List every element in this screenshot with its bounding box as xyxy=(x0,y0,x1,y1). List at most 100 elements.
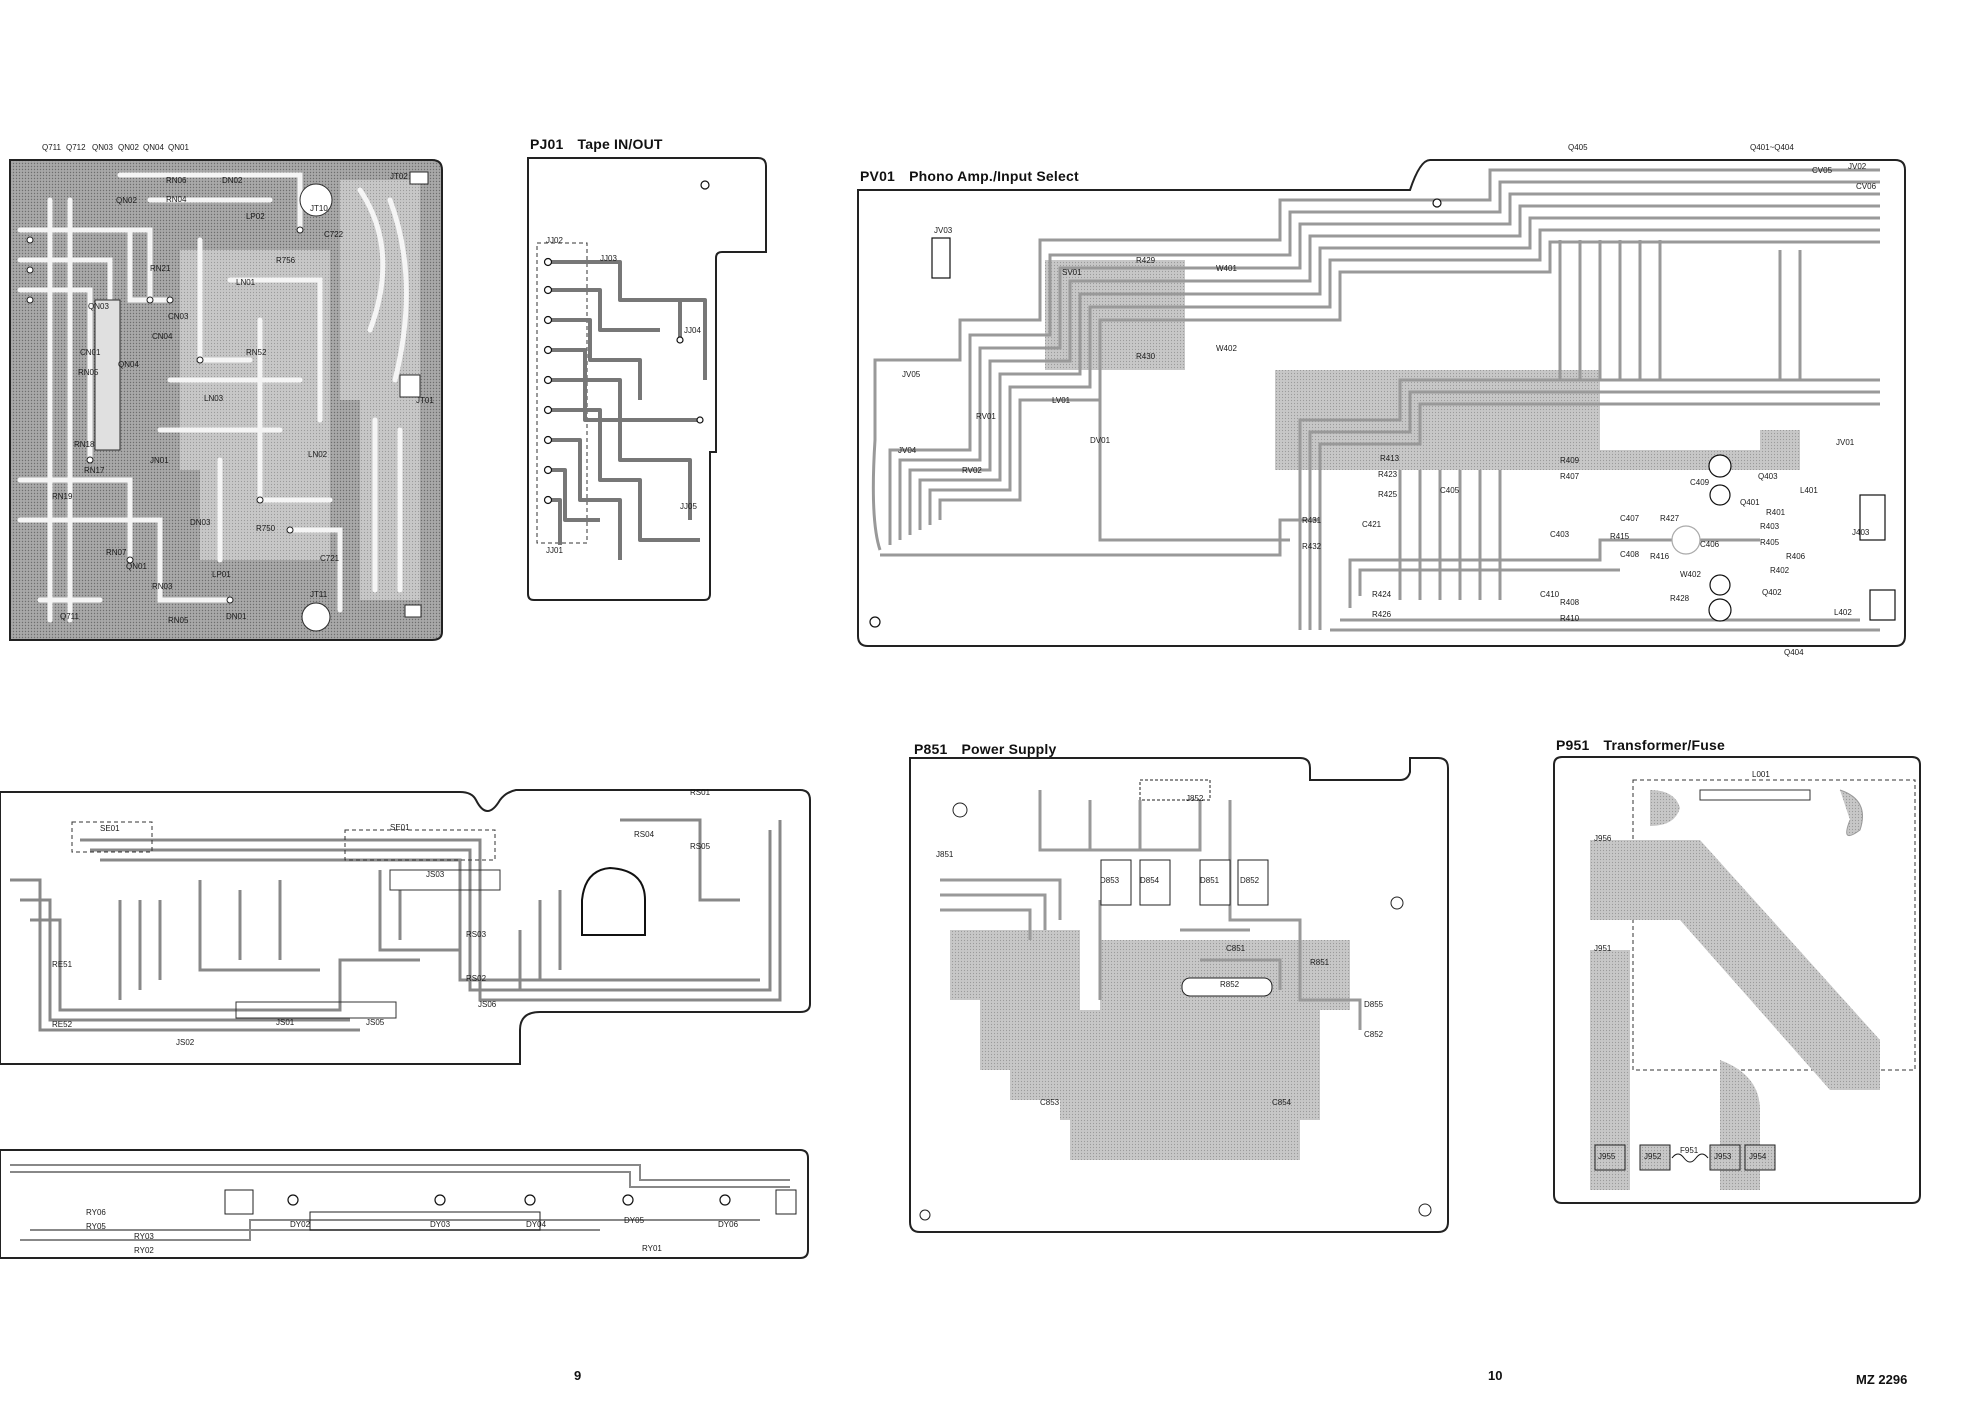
label-qn04-board: QN04 xyxy=(118,360,139,369)
label-j952: J952 xyxy=(1644,1152,1662,1161)
label-qn02-board: QN02 xyxy=(116,196,137,205)
label-j403: J403 xyxy=(1852,528,1870,537)
label-r409: R409 xyxy=(1560,456,1580,465)
label-r401: R401 xyxy=(1766,508,1786,517)
label-c407: C407 xyxy=(1620,514,1640,523)
label-jv02: JV02 xyxy=(1848,162,1867,171)
label-ry03: RY03 xyxy=(134,1232,154,1241)
label-r750: R750 xyxy=(256,524,276,533)
label-r416: R416 xyxy=(1650,552,1670,561)
label-r406: R406 xyxy=(1786,552,1806,561)
label-q404: Q404 xyxy=(1784,648,1804,657)
label-rn17: RN17 xyxy=(84,466,105,475)
label-lp02: LP02 xyxy=(246,212,265,221)
label-r428: R428 xyxy=(1670,594,1690,603)
label-c854: C854 xyxy=(1272,1098,1292,1107)
label-rs03: RS03 xyxy=(466,930,487,939)
label-js01: JS01 xyxy=(276,1018,295,1027)
label-d852: D852 xyxy=(1240,876,1260,885)
label-c851: C851 xyxy=(1226,944,1246,953)
label-r402: R402 xyxy=(1770,566,1790,575)
label-j956: J956 xyxy=(1594,834,1612,843)
label-c421: C421 xyxy=(1362,520,1382,529)
label-q405-top: Q405 xyxy=(1568,143,1588,152)
pv01-name: Phono Amp./Input Select xyxy=(909,168,1079,184)
label-rn07: RN07 xyxy=(106,548,127,557)
label-l402: L402 xyxy=(1834,608,1852,617)
label-sv01: SV01 xyxy=(1062,268,1082,277)
label-l401: L401 xyxy=(1800,486,1818,495)
pv01-board xyxy=(857,159,1906,647)
label-rn05: RN05 xyxy=(78,368,99,377)
label-jj04: JJ04 xyxy=(684,326,701,335)
label-r415: R415 xyxy=(1610,532,1630,541)
label-c410: C410 xyxy=(1540,590,1560,599)
label-jj05: JJ05 xyxy=(680,502,697,511)
label-r410: R410 xyxy=(1560,614,1580,623)
label-jv03: JV03 xyxy=(934,226,953,235)
label-rn21: RN21 xyxy=(150,264,171,273)
label-qn01-board: QN01 xyxy=(126,562,147,571)
label-q402: Q402 xyxy=(1762,588,1782,597)
label-rn19: RN19 xyxy=(52,492,73,501)
label-lp01: LP01 xyxy=(212,570,231,579)
label-js02: JS02 xyxy=(176,1038,195,1047)
label-jt11: JT11 xyxy=(310,590,328,599)
label-c721: C721 xyxy=(320,554,340,563)
p851-name: Power Supply xyxy=(961,741,1057,757)
label-rv01: RV01 xyxy=(976,412,996,421)
label-re51: RE51 xyxy=(52,960,73,969)
label-r431: R431 xyxy=(1302,516,1322,525)
label-qn01: QN01 xyxy=(168,143,189,152)
label-ln01: LN01 xyxy=(236,278,256,287)
label-q712: Q712 xyxy=(66,143,86,152)
label-rv02: RV02 xyxy=(962,466,982,475)
label-rn05-b: RN05 xyxy=(168,616,189,625)
display-board xyxy=(0,1149,809,1259)
label-q711: Q711 xyxy=(42,143,61,152)
document-code: MZ 2296 xyxy=(1856,1372,1908,1387)
label-lv01: LV01 xyxy=(1052,396,1071,405)
label-c852: C852 xyxy=(1364,1030,1384,1039)
label-d855: D855 xyxy=(1364,1000,1384,1009)
label-cn04: CN04 xyxy=(152,332,173,341)
label-dy02: DY02 xyxy=(290,1220,311,1229)
label-r427: R427 xyxy=(1660,514,1680,523)
label-c853: C853 xyxy=(1040,1098,1060,1107)
label-c409: C409 xyxy=(1690,478,1710,487)
label-dy06: DY06 xyxy=(718,1220,739,1229)
label-w401: W401 xyxy=(1216,264,1237,273)
label-d851: D851 xyxy=(1200,876,1220,885)
label-se01-b: SE01 xyxy=(390,823,410,832)
label-dn02: DN02 xyxy=(222,176,243,185)
se01-board xyxy=(0,789,811,1065)
label-rs04: RS04 xyxy=(634,830,655,839)
page-number-left: 9 xyxy=(574,1368,582,1383)
label-d853: D853 xyxy=(1100,876,1120,885)
label-r426: R426 xyxy=(1372,610,1392,619)
label-cv06: CV06 xyxy=(1856,182,1877,191)
label-r407: R407 xyxy=(1560,472,1580,481)
label-j954: J954 xyxy=(1749,1152,1767,1161)
label-c403: C403 xyxy=(1550,530,1570,539)
label-r430: R430 xyxy=(1136,352,1156,361)
label-l001: L001 xyxy=(1752,770,1770,779)
label-qn03: QN03 xyxy=(92,143,113,152)
label-qn02: QN02 xyxy=(118,143,139,152)
label-c722: C722 xyxy=(324,230,344,239)
label-ry01: RY01 xyxy=(642,1244,662,1253)
label-ry02: RY02 xyxy=(134,1246,154,1255)
label-q711-board: Q711 xyxy=(60,612,79,621)
label-rn04: RN04 xyxy=(166,195,187,204)
label-q401: Q401 xyxy=(1740,498,1760,507)
p851-title: P851 Power Supply xyxy=(914,741,1056,757)
label-f951: F951 xyxy=(1680,1146,1699,1155)
p851-ref: P851 xyxy=(914,741,948,757)
label-jt10: JT10 xyxy=(310,204,328,213)
label-re52: RE52 xyxy=(52,1020,73,1029)
label-se01-a: SE01 xyxy=(100,824,120,833)
label-jv01: JV01 xyxy=(1836,438,1855,447)
label-jv05: JV05 xyxy=(902,370,921,379)
label-rn03: RN03 xyxy=(152,582,173,591)
